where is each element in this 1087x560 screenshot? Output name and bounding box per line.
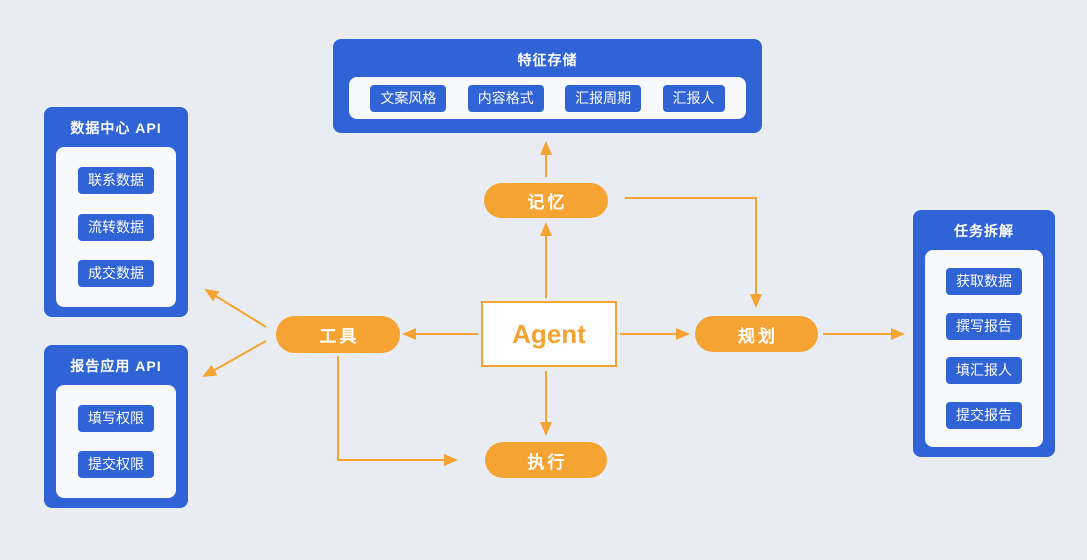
edge-tools-data-center-api (204, 288, 267, 328)
edge-tools-report-app-api (202, 340, 267, 377)
data-chip: 流转数据 (78, 213, 154, 241)
node-planning: 规划 (695, 316, 818, 352)
group-task-breakdown: 任务拆解 获取数据 撰写报告 填汇报人 提交报告 (913, 210, 1055, 457)
group-feature-store: 特征存储 文案风格 内容格式 汇报周期 汇报人 (333, 39, 762, 133)
task-chip: 提交报告 (946, 402, 1022, 430)
node-execution: 执行 (485, 442, 607, 478)
edge-memory-planning (625, 197, 762, 308)
node-tools: 工具 (276, 316, 400, 353)
group-report-app-api-panel: 填写权限 提交权限 (56, 385, 176, 498)
permission-chip: 提交权限 (78, 451, 154, 479)
data-chip: 成交数据 (78, 260, 154, 288)
group-feature-store-panel: 文案风格 内容格式 汇报周期 汇报人 (349, 77, 746, 119)
edge-tools-execution (337, 356, 458, 466)
group-feature-store-title: 特征存储 (517, 52, 578, 68)
group-data-center-api-title: 数据中心 API (70, 120, 162, 136)
data-chip: 联系数据 (78, 166, 154, 194)
task-chip: 填汇报人 (946, 357, 1022, 385)
feature-chip: 文案风格 (370, 84, 447, 112)
group-task-breakdown-title: 任务拆解 (954, 223, 1014, 239)
task-chip: 撰写报告 (946, 312, 1022, 340)
feature-chip: 汇报周期 (565, 84, 642, 112)
task-chip: 获取数据 (946, 267, 1022, 295)
group-report-app-api: 报告应用 API 填写权限 提交权限 (44, 345, 188, 508)
group-report-app-api-title: 报告应用 API (70, 358, 162, 374)
feature-chip: 汇报人 (662, 84, 725, 112)
node-memory: 记忆 (484, 183, 608, 218)
group-task-breakdown-panel: 获取数据 撰写报告 填汇报人 提交报告 (925, 250, 1043, 447)
group-data-center-api-panel: 联系数据 流转数据 成交数据 (56, 147, 176, 307)
permission-chip: 填写权限 (78, 404, 154, 432)
group-data-center-api: 数据中心 API 联系数据 流转数据 成交数据 (44, 107, 188, 317)
node-agent: Agent (481, 301, 617, 367)
feature-chip: 内容格式 (467, 84, 544, 112)
